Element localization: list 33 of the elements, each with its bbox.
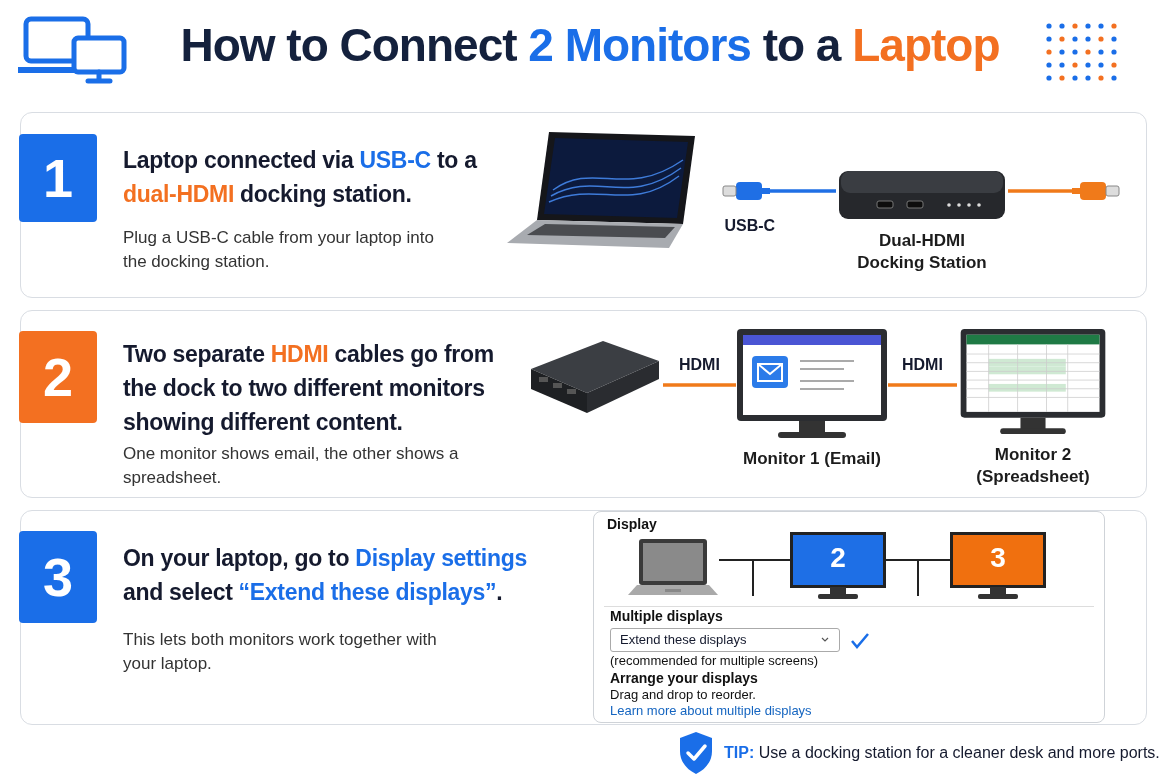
dropdown-field: Extend these displays (610, 628, 840, 652)
hint-text: Drag and drop to reorder. (610, 687, 756, 702)
step-description: This lets both monitors work together with your laptop. (123, 629, 438, 675)
step-number: 3 (19, 531, 97, 623)
hint-text: (recommended for multiple screens) (610, 653, 819, 668)
cable-line (722, 181, 836, 201)
step-number: 1 (19, 134, 97, 222)
step-description: One monitor shows email, the other shows a spreadsheet. (123, 443, 460, 489)
window-title: Display (607, 516, 657, 532)
device-caption: Monitor 1 (Email) (742, 448, 882, 470)
device-caption: Monitor 2 (Spreadsheet) (975, 444, 1091, 488)
display-number: 3 (989, 542, 1007, 574)
device-caption: Dual-HDMI Docking Station (856, 230, 988, 274)
settings-window (593, 511, 1105, 723)
step-panel (20, 112, 1147, 298)
step-heading: Laptop connected via USB-C to a dual-HDMI docking station. (123, 146, 479, 209)
cable-line (888, 383, 957, 387)
step-panel (20, 310, 1147, 498)
section-heading: Multiple displays (610, 608, 723, 624)
step-description: Plug a USB-C cable from your laptop into the docking station. (123, 227, 435, 273)
step-heading: Two separate HDMI cables go from the dock to two different monitors showing different content. (123, 340, 495, 437)
step-heading: On your laptop, go to Display settings and select “Extend these displays”. (123, 544, 528, 607)
display-number: 2 (829, 542, 847, 574)
step-panel (20, 510, 1147, 725)
page-title: How to Connect 2 Monitors to a Laptop (179, 18, 1001, 72)
cable-line (885, 559, 951, 561)
help-link: Learn more about multiple displays (610, 703, 812, 718)
section-heading: Arrange your displays (610, 670, 758, 686)
cable-line (1008, 181, 1120, 201)
tip-text: TIP: Use a docking station for a cleaner desk and more ports. (724, 744, 1160, 762)
step-number: 2 (19, 331, 97, 423)
cable-line (663, 383, 736, 387)
cable-line (718, 559, 791, 561)
